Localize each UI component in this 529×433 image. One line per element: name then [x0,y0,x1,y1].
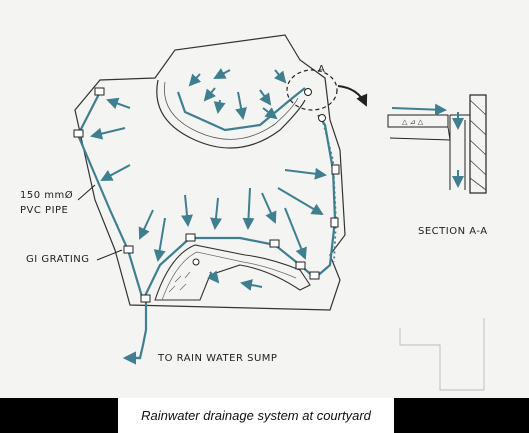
caption-box: Rainwater drainage system at courtyard [118,398,394,433]
flow-arrows [90,68,327,291]
grating-leader [96,249,123,261]
sump-pipe [125,300,148,360]
planter-hatching [168,271,191,293]
upper-pipe [176,87,306,132]
drawing-sheet: A [0,0,529,398]
upper-planter [156,79,306,149]
gi-gratings [73,87,340,303]
pipe-size-label: 150 mmØ [20,189,73,201]
figure-caption: Rainwater drainage system at courtyard [141,408,371,423]
pipe-type-label: PVC PIPE [20,205,68,216]
sump-label: TO RAIN WATER SUMP [157,353,277,364]
partial-plan [399,318,485,391]
dotted-pipe [321,117,337,263]
svg-text:A: A [318,64,325,75]
outlets [192,88,326,266]
pipe-leader [77,184,96,201]
section-cut-circle [286,69,338,111]
section-arrow [337,85,368,107]
grating-label: GI GRATING [26,254,90,265]
lower-planter [154,244,311,301]
courtyard-outline [74,34,346,311]
section-detail: △ ⊿ △ [387,94,487,194]
svg-text:△ ⊿ △: △ ⊿ △ [402,118,424,126]
section-label: SECTION A-A [418,226,488,237]
drainage-diagram: A [20,34,488,391]
drainage-pipe [76,91,337,302]
